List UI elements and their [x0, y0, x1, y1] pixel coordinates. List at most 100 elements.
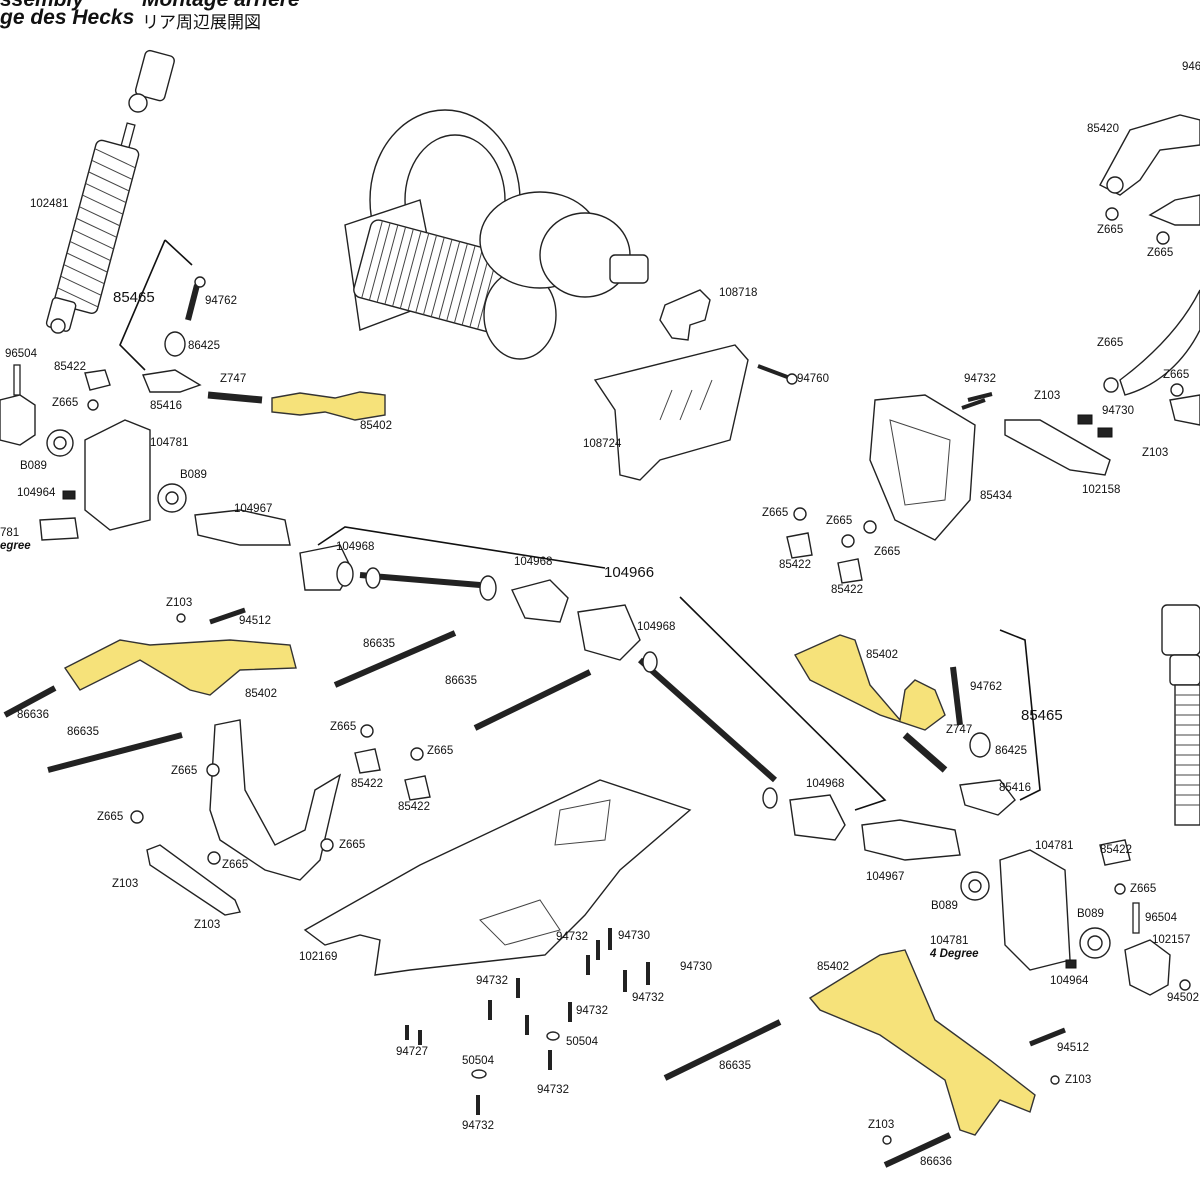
part-label: 85422 [779, 559, 811, 571]
part-label: Z665 [1097, 337, 1124, 349]
pin-86635-b [333, 630, 457, 688]
part-label: 104781 [150, 437, 189, 449]
part-label: Z747 [946, 724, 973, 736]
motor-gearbox-assembly [344, 109, 649, 360]
part-label: Z103 [1034, 390, 1061, 402]
part-label: 946 [1182, 61, 1200, 73]
part-label: 102157 [1152, 934, 1191, 946]
part-label: 85422 [831, 584, 863, 596]
part-label: 94732 [556, 931, 588, 943]
part-label: 104967 [234, 503, 273, 515]
pin-86636-left [3, 685, 57, 718]
part-label: 86635 [363, 638, 395, 650]
part-label: 85422 [1100, 844, 1132, 856]
part-label: 94730 [1102, 405, 1134, 417]
bearing-block-left [0, 394, 36, 446]
pin-86635-d [663, 1019, 782, 1081]
arm-85402-right [793, 634, 946, 731]
bracket-85465-right [999, 629, 1041, 801]
leader-104966 [317, 526, 887, 811]
part-label: 94730 [618, 930, 650, 942]
screw-94762-left [185, 276, 206, 321]
part-label: Z747 [220, 373, 247, 385]
part-label: 4 Degree [930, 948, 979, 960]
part-label: 86425 [188, 340, 220, 352]
part-label: B089 [20, 460, 47, 472]
part-label: egree [0, 540, 31, 552]
part-label: Z665 [52, 397, 79, 409]
pin-86636-right [883, 1132, 952, 1168]
title-japanese: リア周辺展開図 [142, 13, 261, 33]
part-label: 85402 [360, 420, 392, 432]
part-label: Z665 [1163, 369, 1190, 381]
part-label: 94732 [632, 992, 664, 1004]
part-label: Z665 [826, 515, 853, 527]
part-label: 94512 [239, 615, 271, 627]
part-label: Z665 [330, 721, 357, 733]
part-label: 102158 [1082, 484, 1121, 496]
part-label: 108724 [583, 438, 622, 450]
part-label: 104964 [1050, 975, 1089, 987]
pin-86635-c [473, 669, 592, 731]
link-z103 [146, 844, 241, 916]
shock-absorber-right [1161, 604, 1200, 826]
part-label: Z665 [1130, 883, 1157, 895]
part-label: 85465 [113, 289, 155, 306]
part-label: 104964 [17, 487, 56, 499]
pin-96504-left [13, 364, 21, 396]
part-label: 85465 [1021, 707, 1063, 724]
part-label: Z665 [874, 546, 901, 558]
part-label: 50504 [462, 1055, 494, 1067]
part-label: 50504 [566, 1036, 598, 1048]
part-label: 85422 [351, 778, 383, 790]
part-label: 86636 [920, 1156, 952, 1168]
part-label: Z103 [1065, 1074, 1092, 1086]
part-label: 85420 [1087, 123, 1119, 135]
part-label: B089 [1077, 908, 1104, 920]
arm-85402-top [271, 391, 386, 421]
part-label: 85402 [817, 961, 849, 973]
part-label: Z103 [166, 597, 193, 609]
part-label: Z665 [222, 859, 249, 871]
part-label: 104968 [806, 778, 845, 790]
title-english-partial: ssembly [0, 0, 84, 12]
part-label: 85422 [54, 361, 86, 373]
part-label: 104968 [514, 556, 553, 568]
part-label: 86635 [67, 726, 99, 738]
part-label: Z103 [1142, 447, 1169, 459]
part-label: 85416 [999, 782, 1031, 794]
part-label: 104781 [930, 935, 969, 947]
gearbox-housing-85434 [869, 394, 976, 541]
chassis-plate-102169 [303, 779, 692, 976]
part-label: Z665 [97, 811, 124, 823]
part-label: 104968 [336, 541, 375, 553]
part-label: 104781 [1035, 840, 1074, 852]
rod-end-85416-left [142, 369, 202, 393]
part-label: 85402 [866, 649, 898, 661]
driveshaft-assembly-top [299, 544, 961, 861]
part-label: 94760 [797, 373, 829, 385]
turnbuckle-z747-left [207, 391, 263, 404]
part-label: Z103 [868, 1119, 895, 1131]
screw-94760 [757, 364, 798, 385]
nut-85422-a-shape [84, 369, 111, 391]
part-label: 94732 [537, 1084, 569, 1096]
part-label: Z665 [762, 507, 789, 519]
part-label: 94732 [476, 975, 508, 987]
part-label: 85402 [245, 688, 277, 700]
part-label: 104968 [637, 621, 676, 633]
pin-86635-a [47, 732, 183, 773]
part-label: 94762 [205, 295, 237, 307]
part-label: 108718 [719, 287, 758, 299]
part-label: B089 [180, 469, 207, 481]
part-label: 94502 [1167, 992, 1199, 1004]
part-label: 86425 [995, 745, 1027, 757]
part-label: 94762 [970, 681, 1002, 693]
part-label: Z103 [112, 878, 139, 890]
part-label: 86636 [17, 709, 49, 721]
ball-86425-left [164, 331, 186, 357]
bracket-85465-left [119, 239, 193, 371]
part-label: B089 [931, 900, 958, 912]
screw-94512-left [209, 607, 246, 625]
